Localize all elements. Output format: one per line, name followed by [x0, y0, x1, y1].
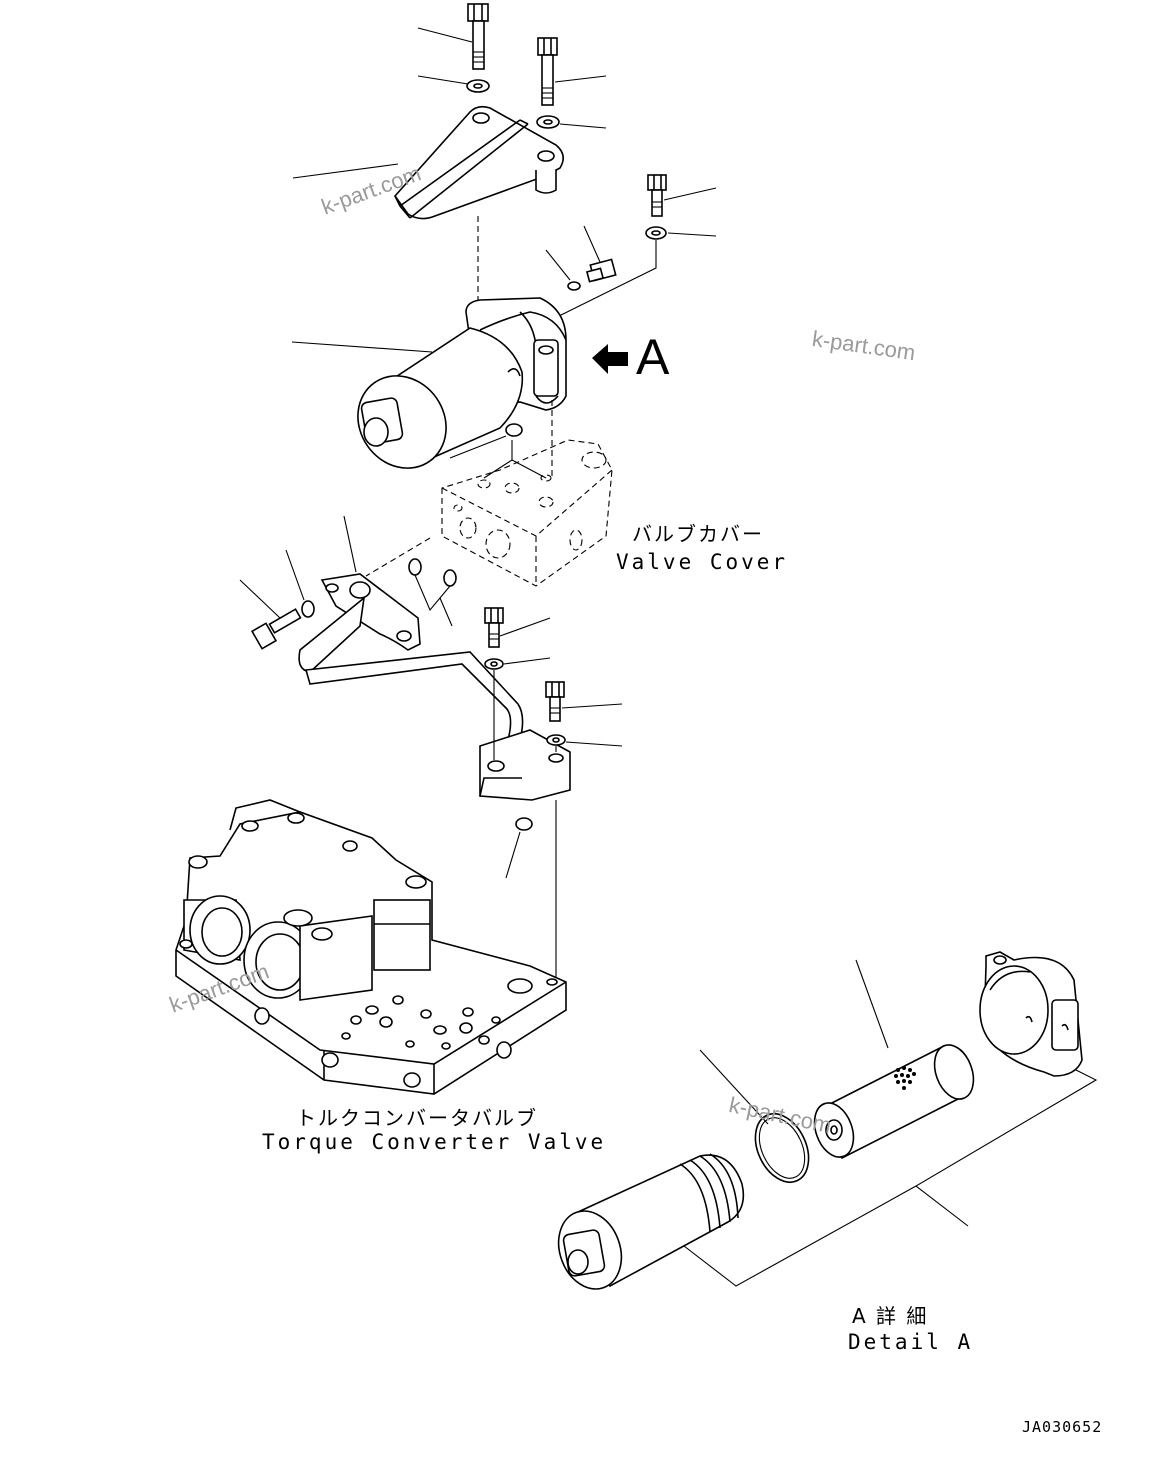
washer-pipe-left	[301, 600, 315, 618]
washer-top-left	[466, 79, 490, 93]
o-ring-lower	[515, 817, 533, 831]
torque-converter-label-ja: トルクコンバータバルブ	[296, 1106, 538, 1130]
o-ring-plug	[567, 281, 581, 291]
filter-assembly	[357, 297, 567, 469]
detail-housing	[979, 951, 1083, 1077]
view-arrow-icon	[592, 344, 628, 374]
o-ring-pipe-pair	[408, 558, 457, 587]
bolt-pipe-left	[250, 608, 302, 650]
washer-right	[645, 226, 667, 240]
valve-cover-label-ja: バルブカバー	[632, 522, 764, 546]
bolt-pipe-lower	[545, 681, 565, 722]
oil-pipe	[298, 573, 571, 801]
plug	[585, 258, 617, 283]
bolt-right	[647, 174, 667, 217]
detail-cover-case	[557, 1153, 745, 1290]
filter-element-icon	[813, 1044, 975, 1160]
washer-pipe-lower	[546, 734, 566, 746]
valve-cover-label-en: Valve Cover	[616, 550, 789, 574]
drawing-code: JA030652	[1022, 1418, 1103, 1436]
bolt-pipe-upper	[484, 607, 504, 648]
washer-top-right	[536, 115, 560, 129]
o-ring-filter	[505, 423, 523, 437]
bolt-top-left	[467, 3, 489, 70]
detail-o-ring	[754, 1113, 810, 1183]
valve-cover	[441, 439, 613, 587]
torque-converter-valve	[175, 799, 567, 1095]
detail-a-label-en: Detail A	[848, 1330, 974, 1354]
torque-converter-label-en: Torque Converter Valve	[262, 1130, 607, 1154]
washer-pipe-upper	[484, 658, 504, 670]
mounting-bracket	[393, 105, 564, 220]
detail-a-label-ja: A 詳 細	[852, 1304, 929, 1328]
bolt-top-right	[537, 37, 558, 106]
view-a-marker: A	[636, 329, 670, 385]
